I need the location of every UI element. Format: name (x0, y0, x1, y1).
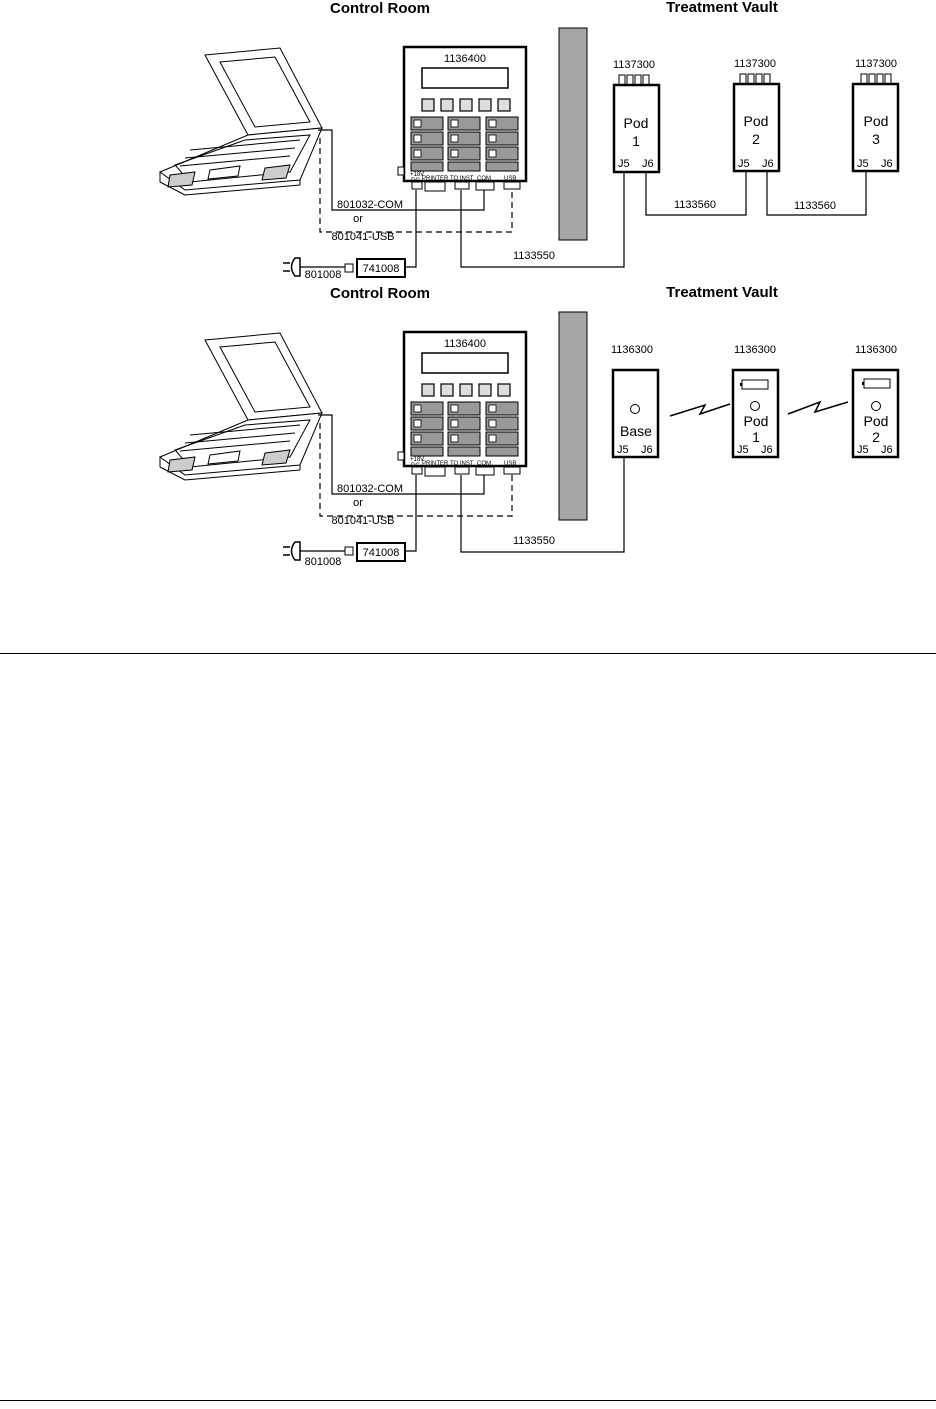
base-j5: J5 (617, 444, 629, 456)
wpod-1-model: 1136300 (734, 344, 776, 356)
wpod-1-j5: J5 (737, 444, 749, 456)
pod-2-model: 1137300 (734, 58, 776, 70)
laptop-computer-2 (158, 332, 323, 481)
port-printer-label: PRINTER (422, 176, 449, 182)
console-unit-2: 1136400 +18V DC PRINTER TO INS (397, 330, 528, 477)
vault-wall (558, 27, 588, 241)
pod-3-name: Pod (864, 113, 889, 129)
port-usb-label: USB (504, 176, 516, 182)
pod-2-j6: J6 (762, 158, 774, 170)
footer-divider (0, 1400, 936, 1401)
cable-pod2-pod3-label: 1133560 (794, 200, 836, 212)
laptop-computer (158, 47, 323, 196)
port-dc-label: +18V (410, 172, 424, 178)
base-name: Base (620, 423, 652, 439)
cable-or-label-2: or (353, 497, 363, 509)
battery-icon (741, 379, 769, 390)
pod-3-number: 3 (872, 131, 880, 147)
power-plug-2 (283, 541, 301, 561)
port-inst-label-b: TO INST (450, 461, 474, 467)
console-model-label: 1136400 (444, 53, 486, 65)
power-plug (283, 257, 301, 277)
wireless-pod-1: 1136300 Pod 1 J5 J6 (731, 344, 780, 459)
port-com-label-b: COM (477, 461, 491, 467)
console-unit: 1136400 +18V DC PRINTER TO INS (397, 45, 528, 192)
cable-com-label: 801032-COM (337, 199, 403, 211)
pod-3-model: 1137300 (855, 58, 897, 70)
port-dc-label-b2: DC (411, 463, 420, 469)
power-supply (356, 258, 406, 278)
power-supply-label-2: 741008 (363, 547, 400, 559)
console-display-2 (421, 352, 509, 374)
pod-1-j5: J5 (618, 158, 630, 170)
cable-or-label: or (353, 213, 363, 225)
port-printer-label-b: PRINTER (422, 461, 449, 467)
control-room-heading: Control Room (330, 0, 430, 17)
top-cables (300, 129, 867, 268)
treatment-vault-heading: Treatment Vault (666, 0, 778, 16)
wireless-pod-2: 1136300 Pod 2 J5 J6 (851, 344, 900, 459)
battery-icon-2 (863, 378, 891, 389)
power-supply-label: 741008 (363, 263, 400, 275)
cable-com-label-2: 801032-COM (337, 483, 403, 495)
vault-wall-2 (558, 311, 588, 521)
console-model-label-2: 1136400 (444, 338, 486, 350)
base-unit: 1136300 Base J5 J6 (611, 344, 660, 459)
port-com-label: COM (477, 176, 491, 182)
power-cord-label-2: 801008 (305, 556, 342, 568)
port-dc-label-b: +18V (410, 457, 424, 463)
wpod-1-j6: J6 (761, 444, 773, 456)
cable-console-pod-label-2: 1133550 (513, 535, 555, 547)
wpod-2-j5: J5 (857, 444, 869, 456)
section-divider (0, 653, 936, 654)
pod-1-number: 1 (632, 133, 640, 149)
control-room-heading-2: Control Room (330, 285, 430, 302)
cable-usb-label: 801041-USB (332, 231, 395, 243)
pod-3-j6: J6 (881, 158, 893, 170)
treatment-vault-heading-2: Treatment Vault (666, 284, 778, 301)
pod-2-number: 2 (752, 131, 760, 147)
console-display (421, 67, 509, 89)
pod-1-model: 1137300 (613, 59, 655, 71)
wpod-2-model: 1136300 (855, 344, 897, 356)
cable-console-pod-label: 1133550 (513, 250, 555, 262)
port-inst-label: TO INST (450, 176, 474, 182)
cable-pod1-pod2-label: 1133560 (674, 199, 716, 211)
wpod-2-name: Pod (864, 413, 889, 429)
base-j6: J6 (641, 444, 653, 456)
pod-3: 1137300 Pod 3 J5 J6 (851, 58, 900, 173)
base-model: 1136300 (611, 344, 653, 356)
wpod-2-number: 2 (872, 429, 880, 445)
bottom-cables (300, 414, 625, 553)
power-cord-label: 801008 (305, 269, 342, 281)
connection-diagram: Control Room Treatment Vault 1136400 (158, 0, 900, 568)
pod-2-name: Pod (744, 113, 769, 129)
pod-1-name: Pod (624, 115, 649, 131)
pod-3-j5: J5 (857, 158, 869, 170)
pod-2: 1137300 Pod 2 J5 J6 (732, 58, 781, 173)
port-usb-label-b: USB (504, 461, 516, 467)
pod-1: 1137300 Pod 1 J5 J6 (612, 59, 661, 174)
pod-1-j6: J6 (642, 158, 654, 170)
port-dc-label-2: DC (411, 178, 420, 184)
wpod-1-number: 1 (752, 429, 760, 445)
wireless-link-icons (669, 400, 849, 417)
cable-usb-label-2: 801041-USB (332, 515, 395, 527)
wpod-2-j6: J6 (881, 444, 893, 456)
top-diagram: Control Room Treatment Vault 1136400 (158, 0, 900, 281)
wpod-1-name: Pod (744, 413, 769, 429)
bottom-diagram: Control Room Treatment Vault 1136400 (158, 284, 900, 568)
pod-2-j5: J5 (738, 158, 750, 170)
power-supply-2 (356, 542, 406, 562)
